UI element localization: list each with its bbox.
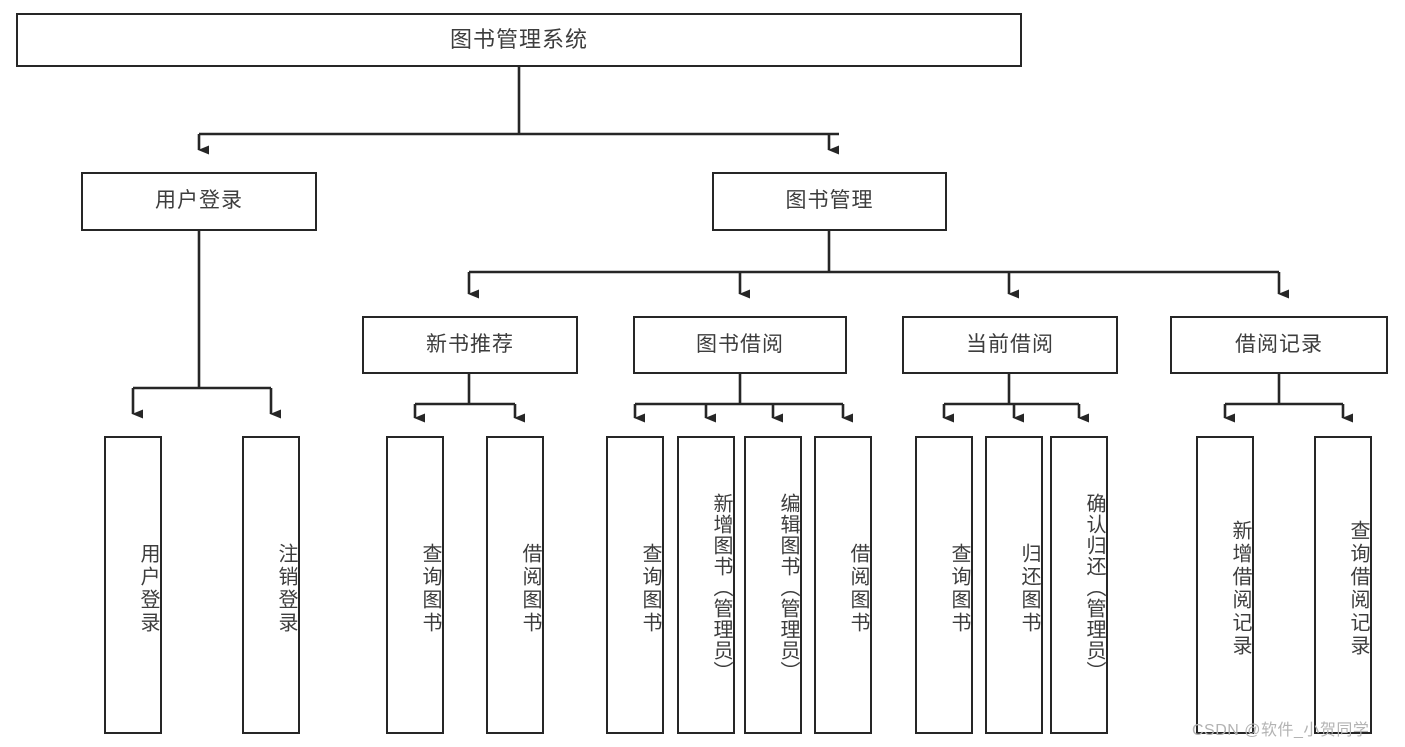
node-new-book-recommend[interactable]: 新书推荐 bbox=[362, 316, 578, 374]
node-leaf-add-book-label: 新增图书（管理员） bbox=[710, 492, 732, 682]
node-leaf-add-record[interactable]: 新增借阅记录 bbox=[1196, 436, 1254, 734]
node-leaf-borrow-book-1[interactable]: 借阅图书 bbox=[486, 436, 544, 734]
node-borrow-record-label: 借阅记录 bbox=[1235, 332, 1323, 356]
node-leaf-add-book[interactable]: 新增图书（管理员） bbox=[677, 436, 735, 734]
node-book-manage[interactable]: 图书管理 bbox=[712, 172, 947, 231]
node-leaf-edit-book-label: 编辑图书（管理员） bbox=[777, 492, 799, 682]
node-leaf-return-book[interactable]: 归还图书 bbox=[985, 436, 1043, 734]
node-leaf-user-login-label: 用户登录 bbox=[137, 543, 159, 635]
node-leaf-query-book-1[interactable]: 查询图书 bbox=[386, 436, 444, 734]
node-leaf-logout[interactable]: 注销登录 bbox=[242, 436, 300, 734]
node-leaf-query-book-1-label: 查询图书 bbox=[419, 543, 441, 635]
node-leaf-query-book-2-label: 查询图书 bbox=[639, 543, 661, 635]
node-book-borrow[interactable]: 图书借阅 bbox=[633, 316, 847, 374]
node-leaf-query-book-3-label: 查询图书 bbox=[948, 543, 970, 635]
node-root[interactable]: 图书管理系统 bbox=[16, 13, 1022, 67]
node-leaf-confirm-return-label: 确认归还（管理员） bbox=[1083, 492, 1105, 682]
node-leaf-edit-book[interactable]: 编辑图书（管理员） bbox=[744, 436, 802, 734]
node-leaf-borrow-book-2[interactable]: 借阅图书 bbox=[814, 436, 872, 734]
node-user-login-label: 用户登录 bbox=[155, 189, 243, 213]
node-new-book-recommend-label: 新书推荐 bbox=[426, 332, 514, 356]
node-user-login[interactable]: 用户登录 bbox=[81, 172, 317, 231]
node-leaf-borrow-book-2-label: 借阅图书 bbox=[847, 543, 869, 635]
node-borrow-record[interactable]: 借阅记录 bbox=[1170, 316, 1388, 374]
node-leaf-query-record-label: 查询借阅记录 bbox=[1347, 520, 1369, 658]
node-current-borrow-label: 当前借阅 bbox=[966, 332, 1054, 356]
node-leaf-add-record-label: 新增借阅记录 bbox=[1229, 520, 1251, 658]
node-leaf-confirm-return[interactable]: 确认归还（管理员） bbox=[1050, 436, 1108, 734]
node-leaf-query-book-3[interactable]: 查询图书 bbox=[915, 436, 973, 734]
node-current-borrow[interactable]: 当前借阅 bbox=[902, 316, 1118, 374]
node-leaf-query-record[interactable]: 查询借阅记录 bbox=[1314, 436, 1372, 734]
node-leaf-borrow-book-1-label: 借阅图书 bbox=[519, 543, 541, 635]
node-book-borrow-label: 图书借阅 bbox=[696, 332, 784, 356]
node-leaf-user-login[interactable]: 用户登录 bbox=[104, 436, 162, 734]
node-leaf-logout-label: 注销登录 bbox=[275, 543, 297, 635]
node-leaf-query-book-2[interactable]: 查询图书 bbox=[606, 436, 664, 734]
node-leaf-return-book-label: 归还图书 bbox=[1018, 543, 1040, 635]
node-root-label: 图书管理系统 bbox=[449, 27, 588, 53]
node-book-manage-label: 图书管理 bbox=[785, 189, 874, 213]
